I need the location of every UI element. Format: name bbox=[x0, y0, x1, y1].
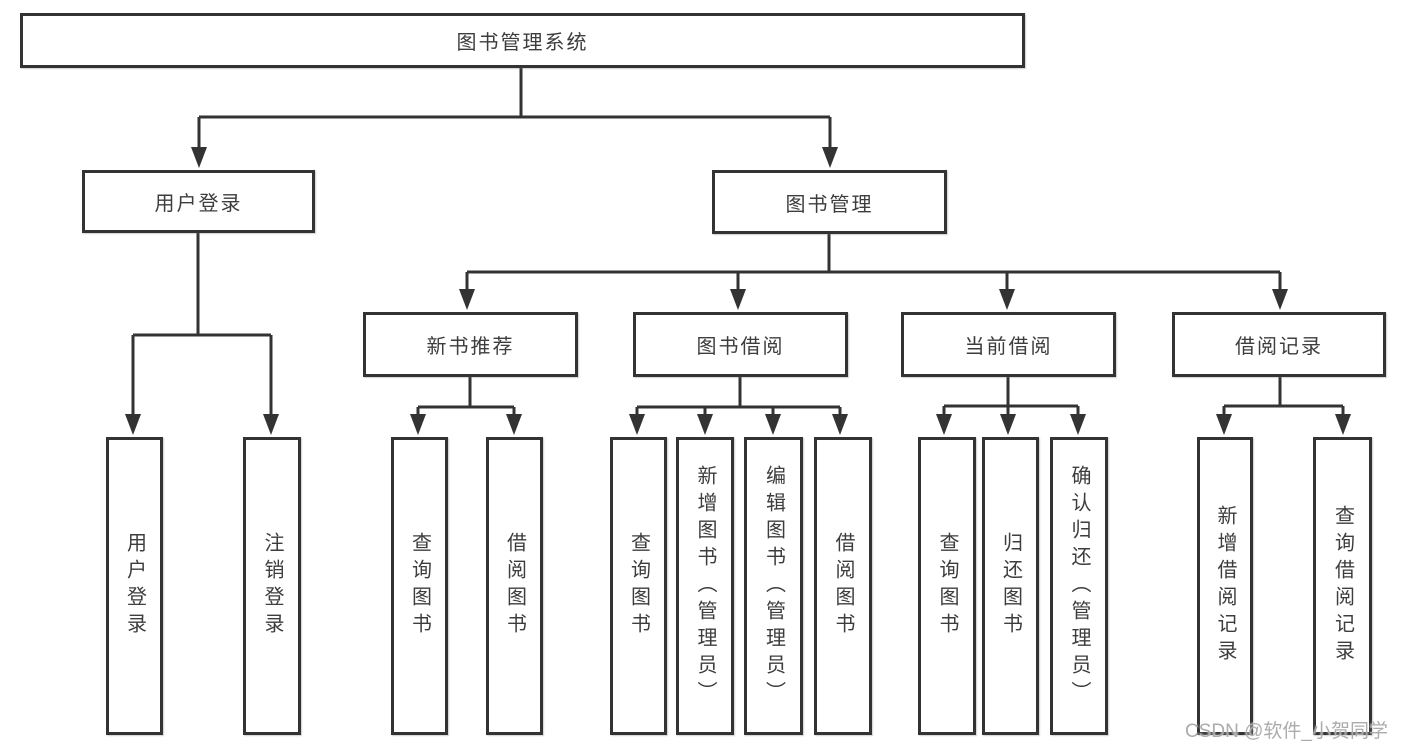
node-label: 查询图书 bbox=[936, 532, 958, 640]
csdn-watermark: CSDN @软件_小贺同学 bbox=[1185, 721, 1388, 742]
leaf-query-books-borrow: 查询图书 bbox=[610, 437, 667, 735]
node-label: 查询图书 bbox=[627, 532, 650, 640]
leaf-confirm-return-admin: 确认归还（管理员） bbox=[1050, 437, 1108, 735]
node-label: 新书推荐 bbox=[426, 336, 515, 358]
leaf-borrow-books-recommend: 借阅图书 bbox=[486, 437, 543, 735]
node-label: 图书管理系统 bbox=[456, 32, 589, 54]
node-library-management-system: 图书管理系统 bbox=[20, 13, 1025, 68]
node-label: 图书管理 bbox=[785, 193, 874, 216]
node-label: 新增图书（管理员） bbox=[694, 464, 716, 708]
node-label: 图书借阅 bbox=[696, 336, 785, 358]
node-label: 借阅记录 bbox=[1235, 336, 1323, 358]
node-label: 查询借阅记录 bbox=[1331, 505, 1354, 667]
leaf-query-books-current: 查询图书 bbox=[918, 437, 976, 735]
leaf-query-borrow-record: 查询借阅记录 bbox=[1313, 437, 1372, 735]
node-label: 用户登录 bbox=[123, 532, 146, 640]
leaf-edit-books-admin: 编辑图书（管理员） bbox=[744, 437, 803, 735]
node-label: 当前借阅 bbox=[964, 336, 1053, 358]
arrowhead-icons bbox=[125, 147, 1351, 435]
node-label: 编辑图书（管理员） bbox=[762, 464, 785, 708]
leaf-user-login: 用户登录 bbox=[106, 437, 163, 735]
leaf-return-books: 归还图书 bbox=[982, 437, 1039, 735]
node-borrow-records: 借阅记录 bbox=[1172, 312, 1386, 377]
leaf-logout: 注销登录 bbox=[243, 437, 301, 735]
leaf-query-books-recommend: 查询图书 bbox=[391, 437, 448, 735]
node-current-borrow: 当前借阅 bbox=[901, 312, 1116, 377]
node-label: 借阅图书 bbox=[832, 532, 854, 640]
leaf-add-borrow-record: 新增借阅记录 bbox=[1197, 437, 1253, 735]
node-label: 用户登录 bbox=[154, 193, 243, 215]
node-user-login: 用户登录 bbox=[82, 170, 315, 233]
leaf-borrow-books: 借阅图书 bbox=[814, 437, 872, 735]
node-book-management: 图书管理 bbox=[712, 170, 947, 234]
node-label: 新增借阅记录 bbox=[1214, 505, 1236, 667]
node-label: 查询图书 bbox=[408, 532, 431, 640]
node-label: 归还图书 bbox=[999, 532, 1022, 640]
node-label: 注销登录 bbox=[261, 532, 283, 640]
node-new-book-recommend: 新书推荐 bbox=[363, 312, 578, 377]
leaf-add-books-admin: 新增图书（管理员） bbox=[676, 437, 734, 735]
node-label: 借阅图书 bbox=[503, 532, 526, 640]
node-book-borrow: 图书借阅 bbox=[633, 312, 848, 377]
node-label: 确认归还（管理员） bbox=[1068, 464, 1090, 708]
